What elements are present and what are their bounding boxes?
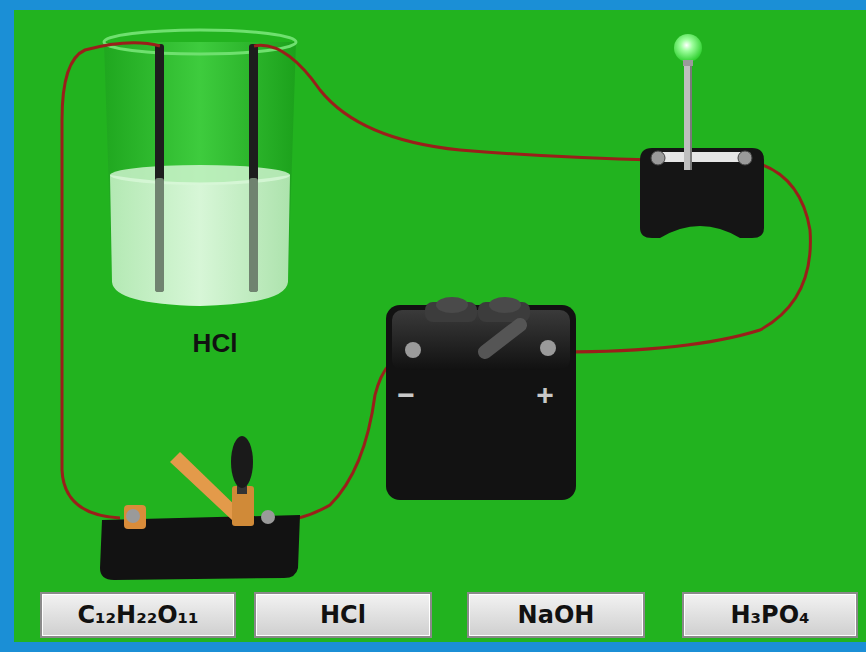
beaker — [104, 30, 296, 306]
button: HCl — [254, 592, 432, 638]
solution-label: HCl — [193, 328, 238, 359]
button-label: C₁₂H₂₂O₁₁ — [77, 601, 198, 629]
button-label: NaOH — [518, 601, 595, 629]
electrode — [249, 44, 258, 292]
electrode — [155, 44, 164, 292]
button: NaOH — [467, 592, 645, 638]
terminal-sign: + — [536, 378, 554, 412]
button-label: H₃PO₄ — [730, 601, 809, 629]
ground — [14, 10, 866, 642]
button-label: HCl — [320, 601, 366, 629]
bulb-holder — [640, 34, 764, 238]
wire — [62, 43, 810, 520]
button: H₃PO₄ — [682, 592, 858, 638]
battery — [386, 297, 576, 500]
button: C₁₂H₂₂O₁₁ — [40, 592, 236, 638]
knife-switch — [100, 436, 300, 580]
terminal-sign: − — [397, 378, 415, 412]
light-bulb — [674, 34, 702, 62]
